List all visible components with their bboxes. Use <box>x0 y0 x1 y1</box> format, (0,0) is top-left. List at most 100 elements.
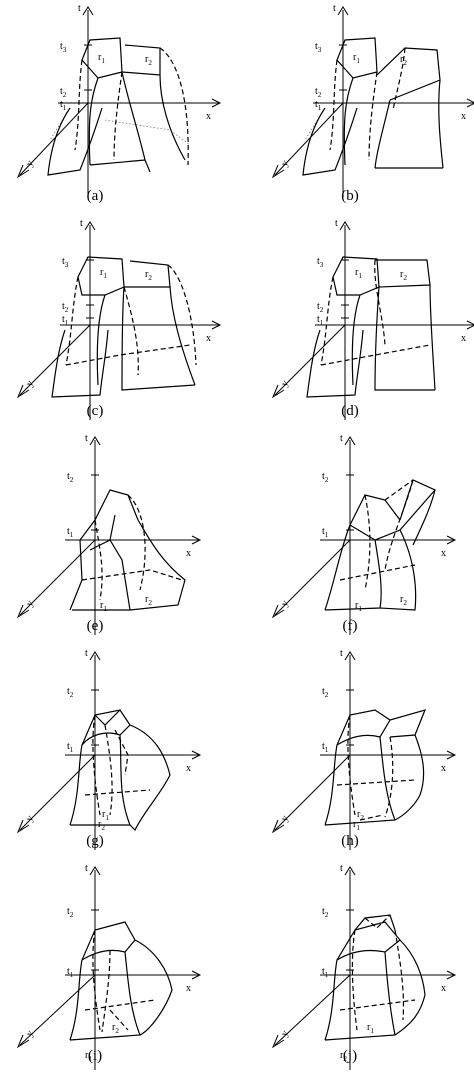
region-edge-dashed <box>351 929 358 1031</box>
panel-caption: (g) <box>86 833 104 849</box>
tick-label-t3: t3 <box>317 256 324 269</box>
region-edge-dashed <box>92 929 101 1031</box>
x-axis-arrow <box>466 320 474 330</box>
y-axis-arrow <box>271 604 285 619</box>
y-axis-label: y <box>279 379 291 389</box>
y-axis-label: y <box>279 814 291 824</box>
region-label-r2: r2 <box>112 1022 119 1035</box>
region-edge-dashed <box>359 814 384 821</box>
y-axis-label: y <box>279 1029 291 1039</box>
y-axis <box>274 102 344 176</box>
region-edge-solid <box>69 951 141 1041</box>
region-edge-solid <box>324 921 401 1041</box>
x-axis-label: x <box>186 548 191 559</box>
region-label-r2: r2 <box>145 594 152 607</box>
region-edge-dashed <box>384 479 414 501</box>
region-edge-solid <box>336 939 401 961</box>
region-edge-solid <box>124 260 171 288</box>
panel-caption: (j) <box>343 1048 357 1064</box>
region-edge-dashed <box>113 71 123 161</box>
x-axis-arrow <box>191 535 202 545</box>
tick-label-t2: t2 <box>67 471 74 484</box>
t-axis-arrow <box>337 6 349 16</box>
region-label-r2: r2 <box>357 809 364 822</box>
tick-label-t1: t1 <box>315 99 322 112</box>
tick-label-t2: t2 <box>322 471 329 484</box>
region-edge-dashed <box>364 914 391 929</box>
x-axis-label: x <box>441 548 446 559</box>
region-edge-solid <box>343 77 354 166</box>
region-edge-solid <box>159 74 186 161</box>
tick-label-t2: t2 <box>62 301 69 314</box>
region-edge-dashed <box>127 494 146 591</box>
t-axis-label: t <box>85 433 88 444</box>
tick-label-t1: t1 <box>322 966 329 979</box>
region-edge-solid <box>81 37 123 79</box>
region-label-r1: r1 <box>355 267 362 280</box>
tick-label-t1: t1 <box>67 966 74 979</box>
t-axis-arrow <box>89 436 101 446</box>
x-axis-label: x <box>461 111 466 122</box>
region-label-r1: r1 <box>85 1050 92 1063</box>
t-axis-label: t <box>340 433 343 444</box>
region-edge-solid <box>324 736 396 826</box>
tick-label-t1: t1 <box>67 526 74 539</box>
tick-label-t1: t1 <box>322 741 329 754</box>
region-label-r2: r2 <box>98 819 105 832</box>
region-edge-solid <box>324 709 391 826</box>
region-edge-dashed <box>167 264 197 366</box>
region-edge-dashed <box>384 479 414 571</box>
panel-caption: (a) <box>87 188 104 204</box>
t-axis-label: t <box>78 3 81 14</box>
region-edge-solid <box>375 259 431 288</box>
x-axis-arrow <box>446 535 457 545</box>
tick-label-t1: t1 <box>62 314 69 327</box>
tick-label-t2: t2 <box>67 906 74 919</box>
region-edge-dashed <box>339 564 416 581</box>
tick-label-t3: t3 <box>60 41 67 54</box>
region-label-r1: r1 <box>353 819 360 832</box>
t-axis-label: t <box>335 218 338 229</box>
tick-label-t2: t2 <box>322 906 329 919</box>
t-axis-arrow <box>89 651 101 661</box>
t-axis-label: t <box>85 863 88 874</box>
tick-label-t1: t1 <box>322 526 329 539</box>
region-edge-dashed <box>81 569 183 581</box>
x-axis-arrow <box>466 98 474 108</box>
region-edge-solid <box>134 939 173 1036</box>
t-axis-label: t <box>340 863 343 874</box>
panel-caption: (b) <box>341 188 359 204</box>
y-axis <box>19 324 91 396</box>
tick-label-t3: t3 <box>315 41 322 54</box>
region-edge-dashed <box>114 729 129 776</box>
grid-line <box>49 107 191 146</box>
region-edge-dashed <box>74 59 83 151</box>
region-edge-solid <box>376 47 441 101</box>
region-edge-solid <box>169 286 196 386</box>
x-axis-arrow <box>211 98 222 108</box>
region-edge-solid <box>394 734 425 821</box>
region-label-r2: r2 <box>400 594 407 607</box>
t-axis-arrow <box>344 436 356 446</box>
y-axis <box>19 102 89 176</box>
tick-label-t2: t2 <box>317 301 324 314</box>
y-axis <box>274 324 346 396</box>
t-axis-arrow <box>89 866 101 876</box>
region-edge-solid <box>72 539 131 611</box>
region-edge-solid <box>379 529 417 611</box>
region-edge-dashed <box>109 1009 129 1031</box>
region-edge-dashed <box>159 47 189 166</box>
region-edge-solid <box>96 294 106 386</box>
x-axis-arrow <box>191 750 202 760</box>
region-label-r1: r1 <box>98 52 105 65</box>
y-axis-arrow <box>16 164 30 179</box>
x-axis-label: x <box>206 111 211 122</box>
region-edge-solid <box>81 939 136 961</box>
region-edge-dashed <box>320 276 334 366</box>
tick-label-t2: t2 <box>60 86 67 99</box>
y-axis <box>274 754 351 831</box>
